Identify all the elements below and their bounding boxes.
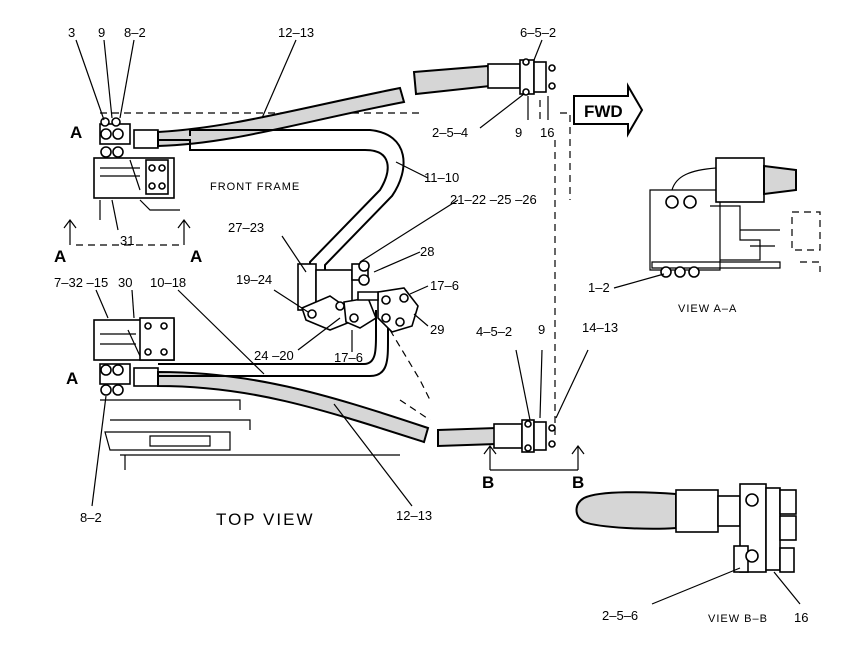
label-16: 16 [794,610,808,625]
view-b-b-label: VIEW B–B [708,613,768,625]
section-b-label: B [572,473,584,492]
section-a-label: A [190,247,202,266]
label-27-23: 27–23 [228,220,264,235]
label-24-20: 24 –20 [254,348,294,363]
label-2-5-6: 2–5–6 [602,608,638,623]
label-31: 31 [120,233,134,248]
hose-upper-right [412,58,556,96]
section-b-label: B [482,473,494,492]
label-10-18: 10–18 [150,275,186,290]
front-frame-label: FRONT FRAME [210,181,300,193]
tube-11-10 [158,129,405,300]
label-8-2: 8–2 [80,510,102,525]
label-14-13: 14–13 [582,320,618,335]
hose-12-13-lower [157,370,430,444]
label-6-5-2: 6–5–2 [520,25,556,40]
hose-12-13-upper [157,86,406,148]
label-12-13: 12–13 [396,508,432,523]
center-manifold [297,260,419,333]
label-2-5-4: 2–5–4 [432,125,468,140]
label-9: 9 [538,322,545,337]
label-11-10: 11–10 [424,170,459,185]
top-view-title: TOP VIEW [216,510,315,529]
view-b-b-detail [575,483,797,573]
label-28: 28 [420,244,434,259]
leader-lines [75,39,801,605]
label-4-5-2: 4–5–2 [476,324,512,339]
forward-arrow-icon [573,82,644,138]
fwd-label: FWD [584,102,623,121]
upper-valve-block [93,117,180,211]
label-30: 30 [118,275,132,290]
hose-lower-right [437,419,556,453]
label-17-6: 17–6 [334,350,363,365]
label-8-2: 8–2 [124,25,146,40]
label-21-22-25-26: 21–22 –25 –26 [450,192,537,207]
lower-valve-block [93,317,175,396]
label-7-32-15: 7–32 –15 [54,275,108,290]
label-29: 29 [430,322,444,337]
label-1-2: 1–2 [588,280,610,295]
view-a-a-detail [649,157,821,278]
label-3: 3 [68,25,75,40]
view-a-a-label: VIEW A–A [678,303,737,315]
label-9: 9 [98,25,105,40]
section-a-label: A [70,123,82,142]
label-19-24: 19–24 [236,272,272,287]
tube-10-18 [158,310,389,377]
label-12-13: 12–13 [278,25,314,40]
frame-outline [99,100,571,470]
part-labels: 3 9 8–2 12–13 6–5–2 2–5–4 9 16 FWD A 11–… [54,25,808,625]
section-a-label: A [54,247,66,266]
label-9: 9 [515,125,522,140]
section-a-label: A [66,369,78,388]
label-16: 16 [540,125,554,140]
label-17-6: 17–6 [430,278,459,293]
section-arrows [63,219,585,471]
